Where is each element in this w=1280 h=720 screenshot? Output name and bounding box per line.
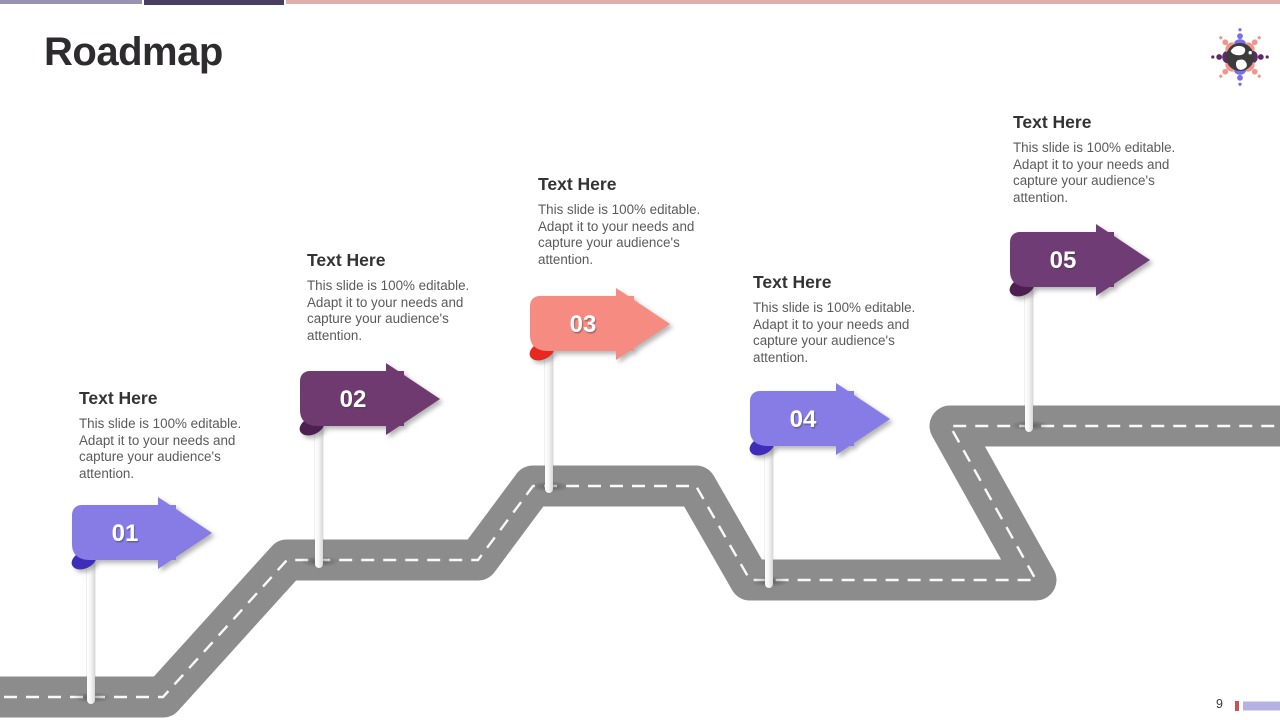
logo-person-icon: [1233, 69, 1247, 86]
top-accent-bar: [0, 0, 1280, 5]
milestone-body-text: This slide is 100% editable. Adapt it to…: [538, 202, 701, 267]
logo-person-icon: [1252, 50, 1269, 64]
flag-body: [750, 391, 854, 446]
milestone-number: 03: [570, 311, 597, 338]
road-center-dashed-line: [0, 424, 1280, 699]
top-bar-segment-3: [286, 0, 1280, 4]
logo-person-icon: [1233, 28, 1247, 45]
milestone-heading: Text Here: [79, 388, 158, 408]
milestone-body-text: This slide is 100% editable. Adapt it to…: [1013, 140, 1176, 205]
milestone-body-text: This slide is 100% editable. Adapt it to…: [753, 300, 916, 365]
milestone-number: 02: [340, 386, 367, 413]
flag-body: [1010, 232, 1114, 287]
milestone-number: 05: [1050, 247, 1077, 274]
signpost-pole: [315, 417, 323, 568]
milestone-heading: Text Here: [307, 250, 386, 270]
milestone-flag-03: 03: [529, 288, 670, 361]
signpost-pole: [1025, 278, 1033, 432]
signpost-pole: [87, 551, 95, 704]
signpost-pole: [765, 437, 773, 588]
signpost-pole: [545, 342, 553, 493]
milestone-number: 01: [112, 520, 139, 547]
milestone-text-block-2: Text Here This slide is 100% editable. A…: [307, 250, 479, 344]
footer-bar: [1243, 701, 1280, 711]
page-number: 9: [1216, 697, 1223, 711]
milestone-heading: Text Here: [753, 272, 832, 292]
flag-body: [72, 505, 176, 560]
globe-people-logo: [1211, 28, 1269, 86]
milestone-heading: Text Here: [1013, 112, 1092, 132]
milestone-body-text: This slide is 100% editable. Adapt it to…: [307, 278, 470, 343]
milestone-text-block-4: Text Here This slide is 100% editable. A…: [753, 272, 925, 366]
logo-person-icon: [1211, 50, 1228, 64]
milestone-heading: Text Here: [538, 174, 617, 194]
flag-body: [530, 296, 634, 351]
top-bar-segment-2: [144, 0, 284, 5]
milestone-flag-04: 04: [749, 383, 890, 456]
top-bar-segment-1: [0, 0, 142, 4]
milestone-text-block-1: Text Here This slide is 100% editable. A…: [79, 388, 251, 482]
footer-tick: [1235, 701, 1239, 711]
milestone-flag-01: 01: [71, 497, 212, 570]
page-title: Roadmap: [44, 30, 223, 74]
milestone-number: 04: [790, 406, 817, 433]
flag-body: [300, 371, 404, 426]
milestone-text-block-5: Text Here This slide is 100% editable. A…: [1013, 112, 1185, 206]
footer-accent-marks: [1235, 701, 1280, 711]
milestone-flag-05: 05: [1009, 224, 1150, 297]
milestone-text-block-3: Text Here This slide is 100% editable. A…: [538, 174, 710, 268]
globe-continents: [1230, 45, 1252, 70]
milestone-flag-02: 02: [299, 363, 440, 436]
milestone-body-text: This slide is 100% editable. Adapt it to…: [79, 416, 242, 481]
